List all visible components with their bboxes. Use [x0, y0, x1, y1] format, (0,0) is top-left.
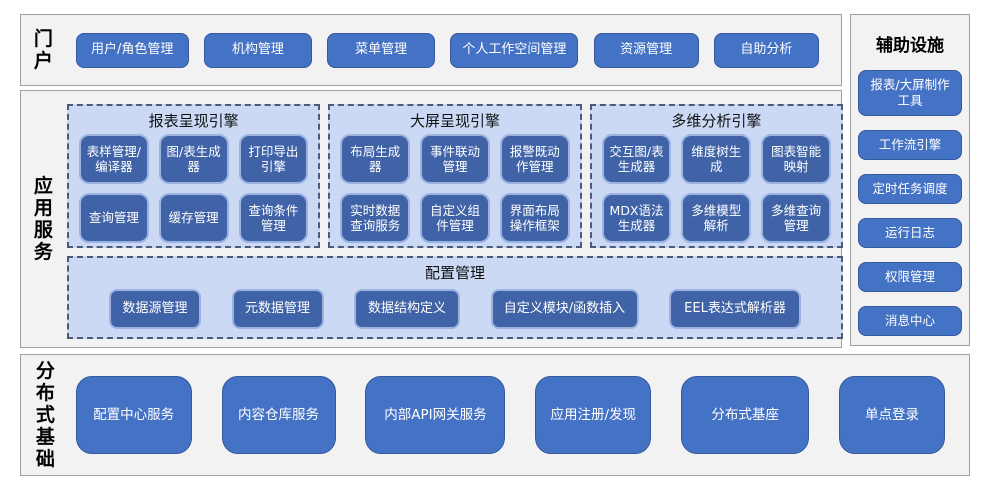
- engine-panels: 报表呈现引擎 表样管理/编译器 图/表生成器 打印导出引擎 查询管理 缓存管理 …: [67, 104, 843, 248]
- diagram-node: EEL表达式解析器: [669, 289, 801, 329]
- engine-panel-report: 报表呈现引擎 表样管理/编译器 图/表生成器 打印导出引擎 查询管理 缓存管理 …: [67, 104, 321, 248]
- diagram-node: 个人工作空间管理: [450, 32, 579, 68]
- diagram-node: 图/表生成器: [158, 134, 229, 184]
- diagram-node: 图表智能映射: [761, 134, 831, 184]
- diagram-node: 内容仓库服务: [221, 376, 336, 454]
- distributed-node-row: 配置中心服务 内容仓库服务 内部API网关服务 应用注册/发现 分布式基座 单点…: [75, 376, 945, 454]
- diagram-node: 布局生成器: [340, 134, 411, 184]
- engine-grid: 交互图/表生成器 维度树生成 图表智能映射 MDX语法生成器 多维模型解析 多维…: [601, 134, 831, 243]
- diagram-node: 分布式基座: [681, 376, 810, 454]
- diagram-node: 自定义组件管理: [420, 193, 490, 243]
- diagram-node: 报警既动作管理: [499, 134, 570, 184]
- diagram-node: 工作流引擎: [858, 130, 962, 160]
- engine-panel-olap: 多维分析引擎 交互图/表生成器 维度树生成 图表智能映射 MDX语法生成器 多维…: [589, 104, 843, 248]
- diagram-node: 应用注册/发现: [535, 376, 652, 454]
- diagram-node: 表样管理/编译器: [79, 134, 149, 184]
- diagram-node: 事件联动管理: [420, 134, 490, 184]
- diagram-node: 维度树生成: [681, 134, 752, 184]
- auxiliary-title: 辅助设施: [876, 36, 944, 56]
- diagram-node: 报表/大屏制作工具: [858, 70, 962, 116]
- diagram-node: 定时任务调度: [858, 174, 962, 204]
- distributed-label: 分布式基础: [35, 359, 55, 471]
- diagram-node: 运行日志: [858, 218, 962, 248]
- diagram-node: MDX语法生成器: [601, 193, 672, 243]
- diagram-node: 多维查询管理: [761, 193, 831, 243]
- diagram-node: 数据源管理: [109, 289, 201, 329]
- portal-label: 门户: [33, 27, 53, 72]
- diagram-node: 用户/角色管理: [75, 32, 189, 68]
- diagram-node: 元数据管理: [231, 289, 324, 329]
- distributed-section: 分布式基础 配置中心服务 内容仓库服务 内部API网关服务 应用注册/发现 分布…: [20, 354, 970, 476]
- diagram-node: 消息中心: [858, 306, 962, 336]
- app-services-section: 应用服务 报表呈现引擎 表样管理/编译器 图/表生成器 打印导出引擎 查询管理 …: [20, 90, 843, 348]
- diagram-node: 自定义模块/函数插入: [490, 289, 639, 329]
- diagram-node: 交互图/表生成器: [601, 134, 672, 184]
- diagram-node: 打印导出引擎: [238, 134, 309, 184]
- panel-title: 报表呈现引擎: [148, 112, 239, 130]
- config-node-row: 数据源管理 元数据管理 数据结构定义 自定义模块/函数插入 EEL表达式解析器: [83, 286, 827, 329]
- diagram-node: 机构管理: [203, 32, 312, 68]
- diagram-node: 查询管理: [79, 193, 149, 243]
- diagram-node: 查询条件管理: [238, 193, 309, 243]
- diagram-node: 实时数据查询服务: [340, 193, 411, 243]
- diagram-node: 单点登录: [838, 376, 945, 454]
- diagram-node: 菜单管理: [327, 32, 436, 68]
- diagram-node: 缓存管理: [158, 193, 229, 243]
- panel-title: 大屏呈现引擎: [409, 112, 500, 130]
- diagram-node: 自助分析: [713, 32, 819, 68]
- panel-title: 多维分析引擎: [671, 112, 762, 130]
- diagram-node: 多维模型解析: [681, 193, 752, 243]
- portal-section: 门户 用户/角色管理 机构管理 菜单管理 个人工作空间管理 资源管理 自助分析: [20, 14, 842, 86]
- diagram-node: 内部API网关服务: [365, 376, 506, 454]
- config-panel: 配置管理 数据源管理 元数据管理 数据结构定义 自定义模块/函数插入 EEL表达…: [67, 256, 843, 339]
- panel-title: 配置管理: [424, 264, 485, 282]
- portal-node-row: 用户/角色管理 机构管理 菜单管理 个人工作空间管理 资源管理 自助分析: [75, 32, 819, 68]
- engine-panel-bigscreen: 大屏呈现引擎 布局生成器 事件联动管理 报警既动作管理 实时数据查询服务 自定义…: [328, 104, 582, 248]
- diagram-node: 界面布局操作框架: [499, 193, 570, 243]
- diagram-node: 权限管理: [858, 262, 962, 292]
- diagram-node: 数据结构定义: [354, 289, 460, 329]
- engine-grid: 布局生成器 事件联动管理 报警既动作管理 实时数据查询服务 自定义组件管理 界面…: [340, 134, 570, 243]
- auxiliary-panel: 辅助设施 报表/大屏制作工具 工作流引擎 定时任务调度 运行日志 权限管理 消息…: [850, 14, 970, 346]
- app-services-label: 应用服务: [33, 174, 53, 264]
- engine-grid: 表样管理/编译器 图/表生成器 打印导出引擎 查询管理 缓存管理 查询条件管理: [79, 134, 309, 243]
- diagram-node: 配置中心服务: [75, 376, 192, 454]
- diagram-node: 资源管理: [593, 32, 699, 68]
